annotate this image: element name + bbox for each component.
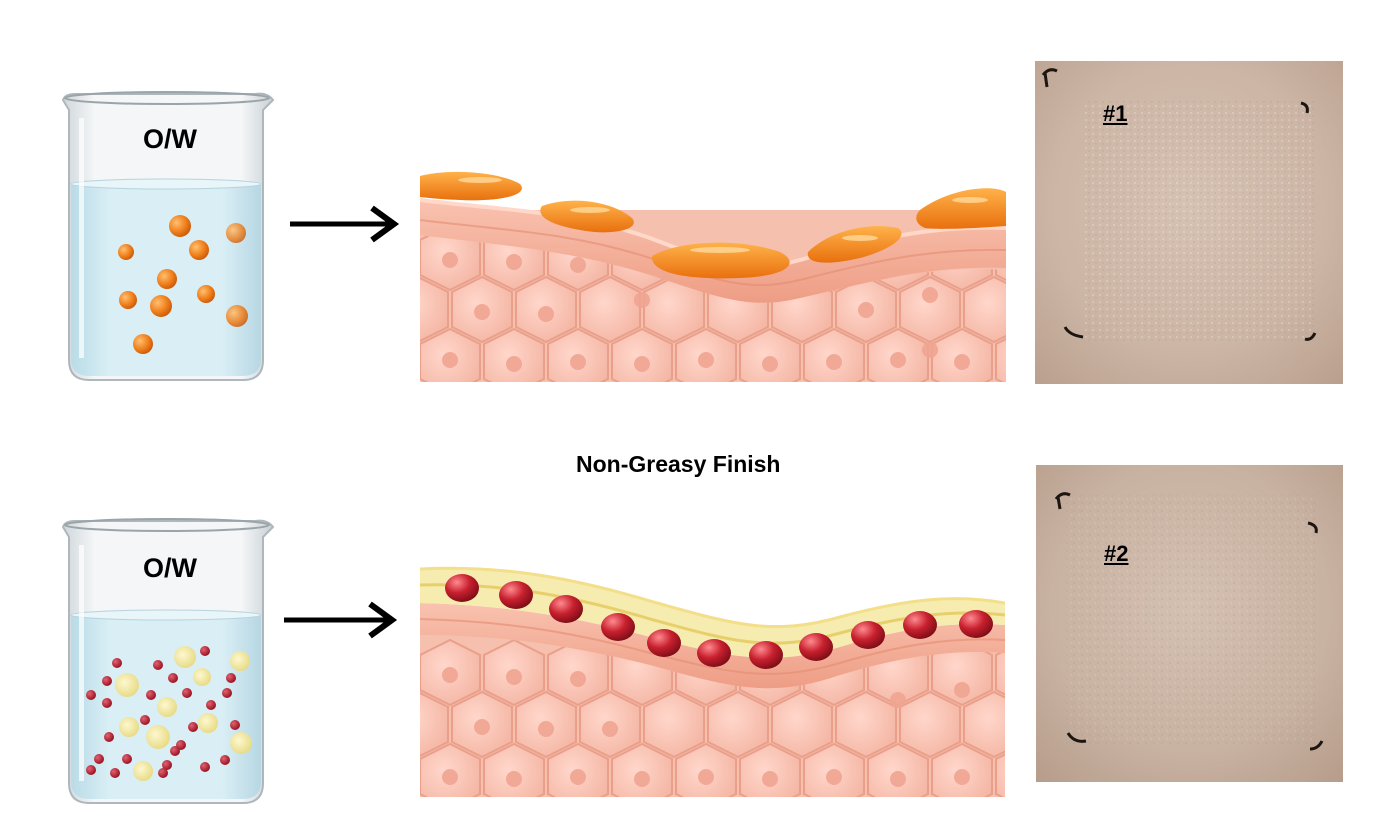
beaker-1: O/W	[55, 88, 285, 388]
skin-illustration-non-greasy	[420, 485, 1005, 797]
beaker-label: O/W	[143, 553, 197, 583]
photo-label: #2	[1104, 541, 1129, 566]
beaker-label: O/W	[143, 124, 197, 154]
beaker-2: O/W	[55, 515, 285, 811]
finish-caption: Non-Greasy Finish	[576, 451, 781, 477]
skin-photo-1: #1	[1035, 61, 1343, 384]
skin-photo-2: #2	[1036, 465, 1343, 782]
red-droplets	[86, 646, 240, 778]
photo-label: #1	[1103, 101, 1128, 126]
oil-patches	[420, 171, 1006, 279]
arrow-right-icon	[288, 204, 403, 244]
red-microdroplets	[445, 574, 993, 669]
oil-droplets	[118, 215, 248, 354]
arrow-right-icon	[282, 600, 402, 640]
skin-illustration-greasy	[420, 60, 1006, 382]
yellow-droplets	[115, 646, 252, 781]
